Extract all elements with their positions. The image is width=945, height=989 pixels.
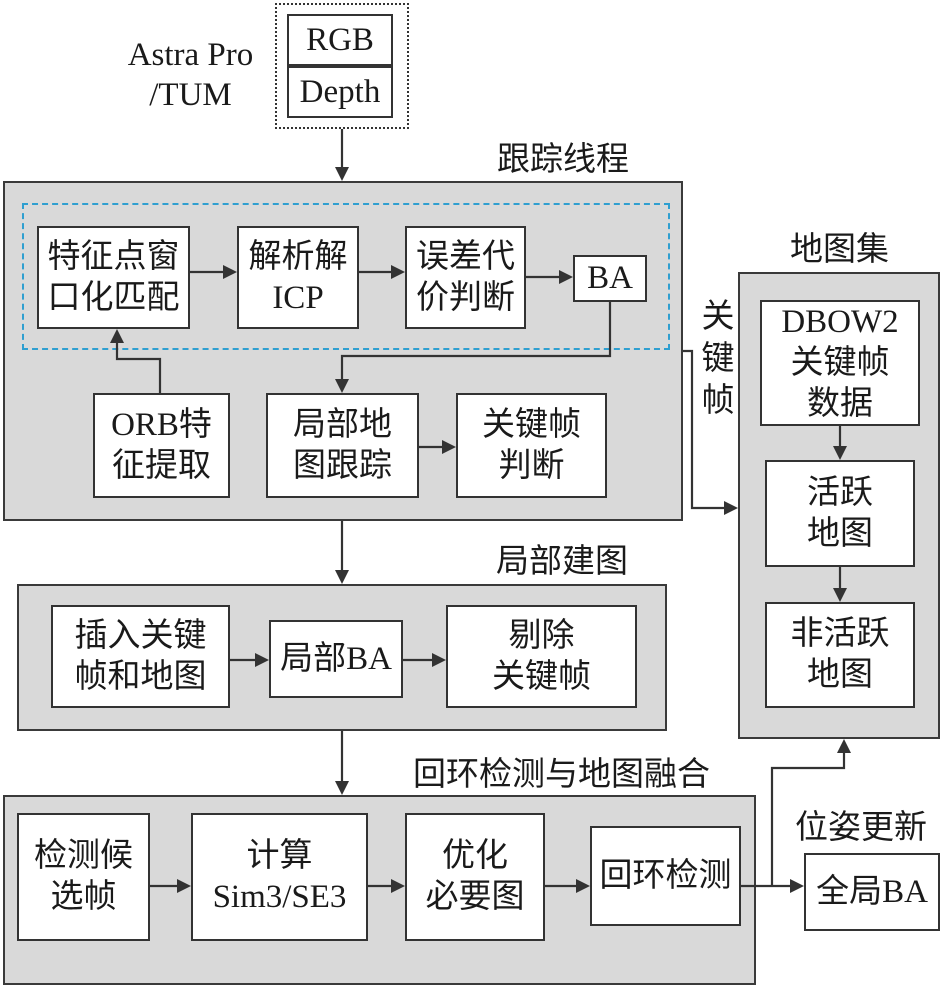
dbow-box: DBOW2 关键帧 数据 (760, 300, 920, 426)
depth-box: Depth (287, 66, 393, 118)
input-source-label: Astra Pro /TUM (127, 37, 254, 113)
insert-keyframe-box: 插入关键 帧和地图 (51, 605, 230, 708)
optimize-graph-box: 优化 必要图 (405, 813, 545, 941)
keyframe-decision-box: 关键帧 判断 (456, 393, 607, 498)
active-map-box: 活跃 地图 (765, 460, 915, 567)
loop-to-atlas-arrowhead (837, 739, 851, 753)
localmapping-to-loop-arrowhead (335, 781, 349, 795)
local-ba-box: 局部BA (269, 620, 403, 698)
keyframe-edge-label: 关 键 帧 (701, 299, 735, 419)
orb-extract-box: ORB特 征提取 (93, 393, 230, 498)
icp-box: 解析解 ICP (237, 226, 359, 329)
global-ba-box: 全局BA (804, 853, 940, 931)
detect-candidates-box: 检测候 选帧 (17, 813, 150, 941)
compute-sim3-box: 计算 Sim3/SE3 (191, 813, 368, 941)
inactive-map-box: 非活跃 地图 (765, 602, 915, 708)
loop-to-globalba-arrowhead (790, 879, 804, 893)
atlas-title: 地图集 (790, 232, 889, 268)
cull-keyframe-box: 剔除 关键帧 (446, 605, 637, 708)
local-map-track-box: 局部地 图跟踪 (266, 393, 419, 498)
input-to-tracking-arrowhead (335, 167, 349, 181)
loop-detect-box: 回环检测 (590, 826, 741, 926)
loop-closing-title: 回环检测与地图融合 (413, 757, 710, 793)
rgb-box: RGB (287, 14, 393, 66)
tracking-to-atlas-arrowhead (724, 501, 738, 515)
pose-update-title: 位姿更新 (795, 810, 927, 846)
local-mapping-title: 局部建图 (496, 544, 628, 580)
tracking-title: 跟踪线程 (497, 142, 629, 178)
ba-box: BA (573, 255, 647, 302)
tracking-to-localmapping-arrowhead (335, 570, 349, 584)
error-check-box: 误差代 价判断 (405, 226, 526, 329)
feature-match-box: 特征点窗 口化匹配 (37, 226, 190, 329)
